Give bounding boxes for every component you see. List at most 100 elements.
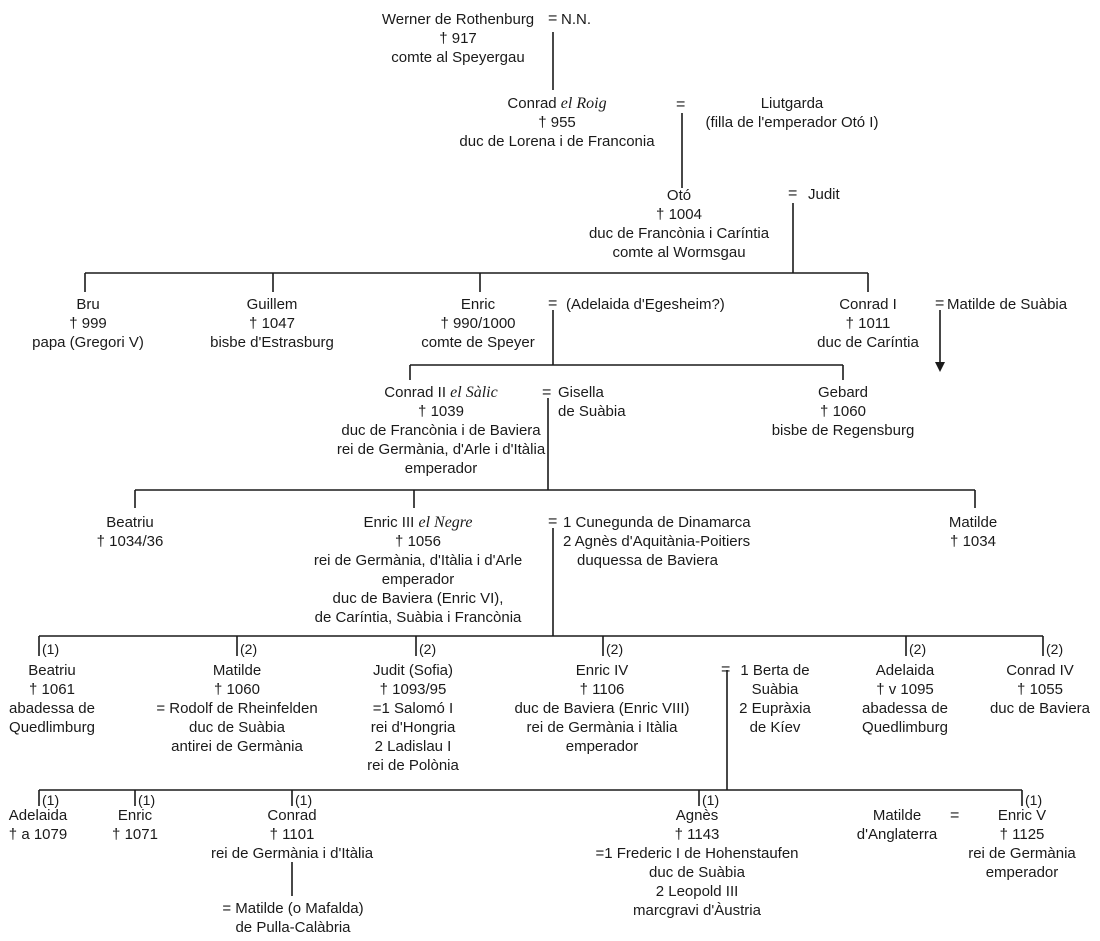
marriage-sign: = [935, 295, 945, 312]
person-matilde-a: Matilde † 1034 [949, 513, 997, 551]
person-death: † 1034/36 [96, 533, 164, 550]
person-title: emperador [565, 738, 639, 755]
person-enric-speyer: Enric † 990/1000 comte de Speyer [421, 295, 534, 352]
person-title: comte al Speyergau [391, 49, 525, 66]
person-adelaida-b: Adelaida † v 1095 abadessa de Quedlimbur… [862, 661, 948, 737]
person-title: duc de Suàbia [649, 864, 745, 881]
person-gebard: Gebard † 1060 bisbe de Regensburg [772, 383, 915, 440]
person-matilde-b: Matilde † 1060 = Rodolf de Rheinfelden d… [156, 661, 317, 756]
person-conrad-roig: Conrad el Roig † 955 duc de Lorena i de … [459, 94, 654, 151]
person-title: comte de Speyer [421, 334, 535, 351]
marriage-index: (2) [1046, 641, 1064, 657]
person-title: abadessa de [9, 700, 95, 717]
marriage-index: (1) [295, 792, 313, 808]
person-title: duc de Baviera (Enric VIII) [514, 700, 690, 717]
person-name: Conrad IV [1006, 662, 1074, 679]
person-name: Gisella [558, 384, 604, 401]
marriage-index: (1) [702, 792, 720, 808]
person-judit-oto: Judit [808, 185, 840, 204]
person-name: Enric [460, 296, 496, 313]
spouses-enric-iii: 1 Cunegunda de Dinamarca 2 Agnès d'Aquit… [563, 513, 751, 570]
marriage-sign: = [950, 807, 960, 824]
person-death: † 1093/95 [379, 681, 447, 698]
person-name: Enric V [997, 807, 1047, 824]
person-title: duc de Suàbia [189, 719, 285, 736]
person-name: Conrad I [839, 296, 897, 313]
person-werner: Werner de Rothenburg † 917 comte al Spey… [382, 10, 534, 67]
marriage-sign: = [548, 10, 558, 27]
person-title: emperador [381, 571, 455, 588]
person-name: Enric III [363, 514, 415, 531]
spouse-2: 2 Agnès d'Aquitània-Poitiers [563, 533, 751, 550]
person-name: Bru [76, 296, 100, 313]
person-title: rei d'Hongria [370, 719, 456, 736]
marriage-index: (2) [419, 641, 437, 657]
marriage-sign: = [548, 295, 558, 312]
person-spouse: = Rodolf de Rheinfelden [156, 700, 318, 717]
person-death: † 1039 [418, 403, 464, 420]
person-spouse: =1 Frederic I de Hohenstaufen [595, 845, 799, 862]
person-title: de Pulla-Calàbria [235, 919, 351, 936]
person-name: Beatriu [106, 514, 154, 531]
person-title: emperador [985, 864, 1059, 881]
person-death: † 1034 [950, 533, 996, 550]
person-name: Liutgarda [760, 95, 824, 112]
person-judit-sofia: Judit (Sofia) † 1093/95 =1 Salomó I rei … [367, 661, 459, 775]
person-death: † 917 [439, 30, 477, 47]
person-death: † 1061 [29, 681, 75, 698]
person-title: rei de Germània i d'Itàlia [210, 845, 374, 862]
person-title: bisbe de Regensburg [771, 422, 915, 439]
person-title: marcgravi d'Àustria [633, 902, 761, 919]
person-title: papa (Gregori V) [32, 334, 144, 351]
marriage-index: (1) [42, 641, 60, 657]
person-title: rei de Germània [968, 845, 1076, 862]
person-title: bisbe d'Estrasburg [210, 334, 334, 351]
marriage-index: (1) [42, 792, 60, 808]
person-death: † 1060 [820, 403, 866, 420]
person-title: antirei de Germània [171, 738, 303, 755]
person-conrad-ii: Conrad II el Sàlic † 1039 duc de Francòn… [337, 383, 545, 478]
person-enric-iii: Enric III el Negre † 1056 rei de Germàni… [314, 513, 522, 627]
person-spouse: 2 Ladislau I [374, 738, 452, 755]
spouse-title: duquessa de Baviera [577, 552, 718, 569]
person-name-line: Conrad II el Sàlic [337, 383, 545, 402]
person-title: rei de Polònia [367, 757, 459, 774]
person-death: † 1011 [845, 315, 891, 332]
marriage-index: (1) [1025, 792, 1043, 808]
person-title: duc de Lorena i de Franconia [459, 133, 655, 150]
person-name: Matilde [948, 514, 998, 531]
person-death: † 1047 [249, 315, 295, 332]
person-death: † 990/1000 [440, 315, 516, 332]
person-adelaida-egesheim: (Adelaida d'Egesheim?) [566, 295, 725, 314]
person-death: † 1101 [269, 826, 315, 843]
person-death: † 1004 [656, 206, 702, 223]
person-enric-iv: Enric IV † 1106 duc de Baviera (Enric VI… [514, 661, 689, 756]
person-death: † 1071 [112, 826, 158, 843]
person-title: duc de Caríntia [817, 334, 919, 351]
person-title: emperador [404, 460, 478, 477]
person-beatriu-a: Beatriu † 1034/36 [97, 513, 164, 551]
person-name: Adelaida [8, 807, 68, 824]
person-name-line: Enric III el Negre [314, 513, 522, 532]
person-nn: N.N. [561, 10, 591, 29]
person-matilde-pulla: = Matilde (o Mafalda) de Pulla-Calàbria [222, 899, 363, 937]
person-conrad-iv: Conrad IV † 1055 duc de Baviera [990, 661, 1090, 718]
marriage-index: (2) [909, 641, 927, 657]
person-name: Gebard [817, 384, 869, 401]
person-note: (filla de l'emperador Otó I) [705, 114, 879, 131]
person-spouse: =1 Salomó I [372, 700, 454, 717]
person-spouse: = Matilde (o Mafalda) [222, 900, 364, 917]
person-name: Adelaida [875, 662, 935, 679]
person-name: Enric IV [575, 662, 629, 679]
person-death: † 1060 [214, 681, 260, 698]
marriage-sign: = [788, 185, 798, 202]
person-name: de Suàbia [558, 403, 626, 420]
person-name-line: Conrad el Roig [459, 94, 654, 113]
person-death: † v 1095 [876, 681, 934, 698]
person-conrad-i: Conrad I † 1011 duc de Caríntia [817, 295, 919, 352]
person-name: Conrad II [384, 384, 446, 401]
person-title: abadessa de [862, 700, 948, 717]
person-name: Matilde [872, 807, 922, 824]
person-death: † a 1079 [8, 826, 68, 843]
